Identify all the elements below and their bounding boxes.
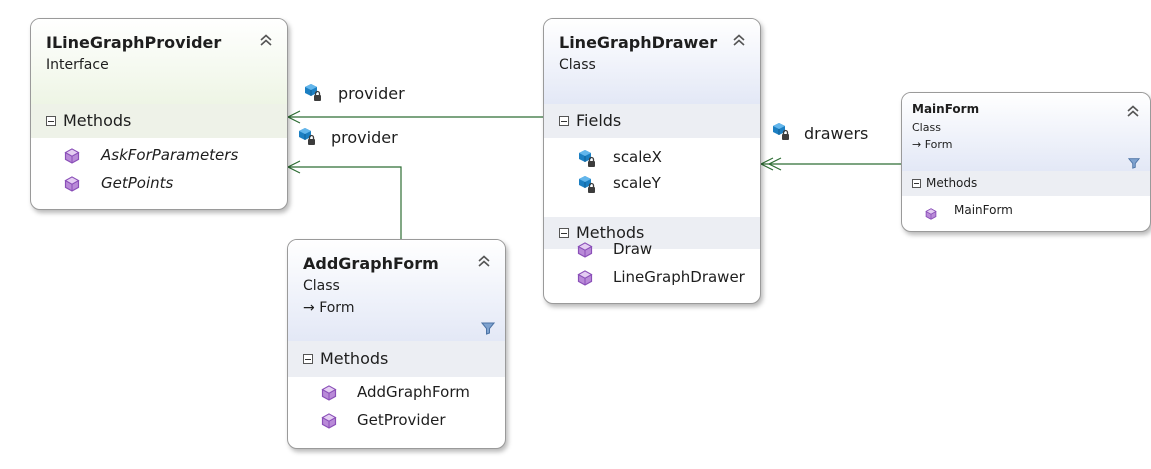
shape-stereotype: Interface (46, 57, 109, 73)
private-field-icon (303, 82, 323, 106)
compartment-label: Methods (576, 223, 645, 242)
member-scalex[interactable]: scaleX (544, 146, 760, 172)
member-name: scaleX (613, 148, 662, 166)
shape-header (544, 19, 760, 104)
base-class-name: Form (319, 300, 355, 316)
member-getprovider[interactable]: GetProvider (288, 409, 505, 433)
private-field-icon (577, 148, 597, 172)
private-field-icon (771, 121, 791, 145)
base-class-name: Form (924, 138, 953, 151)
compartment-toggle-icon[interactable] (559, 228, 569, 238)
member-askforparameters[interactable]: AskForParameters (31, 144, 287, 168)
inherits-arrow-icon: → (303, 300, 320, 316)
connector-label-provider[interactable]: provider (338, 84, 405, 103)
shape-stereotype: Class (559, 57, 596, 73)
compartment-fields[interactable]: Fields (544, 104, 760, 138)
filter-icon[interactable] (480, 320, 496, 339)
shape-header (288, 240, 505, 341)
member-name: AddGraphForm (357, 383, 470, 401)
filter-icon[interactable] (1127, 154, 1141, 173)
member-name: GetProvider (357, 411, 446, 429)
compartment-label: Methods (320, 349, 389, 368)
connector-label-provider[interactable]: provider (331, 128, 398, 147)
member-name: Draw (613, 240, 653, 258)
member-draw[interactable]: Draw (544, 238, 760, 262)
collapse-icon[interactable] (1126, 103, 1140, 122)
collapse-icon[interactable] (259, 32, 273, 51)
connector-addgraphform-to-ilinegraphprovider-line[interactable] (288, 166, 402, 239)
compartment-methods[interactable]: Methods (288, 341, 505, 377)
member-name: MainForm (954, 203, 1013, 217)
shape-title: MainForm (912, 102, 980, 116)
connector-addgraphform-to-ilinegraphprovider-arrowhead[interactable] (286, 160, 301, 174)
connector-linegraphdrawer-to-ilinegraphprovider-arrowhead[interactable] (286, 110, 301, 124)
member-addgraphform[interactable]: AddGraphForm (288, 381, 505, 405)
member-mainform[interactable]: MainForm (902, 199, 1150, 224)
inherits-arrow-icon: → (912, 138, 925, 151)
compartment-toggle-icon[interactable] (46, 116, 56, 126)
connector-label-drawers[interactable]: drawers (804, 124, 869, 143)
member-name: GetPoints (101, 174, 174, 192)
shape-header (31, 19, 287, 104)
compartment-toggle-icon[interactable] (559, 116, 569, 126)
member-name: AskForParameters (101, 146, 239, 164)
compartment-toggle-icon[interactable] (912, 179, 921, 188)
private-field-icon (297, 126, 317, 150)
member-getpoints[interactable]: GetPoints (31, 172, 287, 196)
shape-title: AddGraphForm (303, 254, 439, 273)
method-icon (64, 176, 80, 196)
shape-stereotype: Class (912, 121, 941, 134)
method-icon (321, 413, 337, 433)
shape-title: LineGraphDrawer (559, 33, 718, 52)
shape-stereotype: Class (303, 278, 340, 294)
method-icon (321, 385, 337, 405)
compartment-label: Fields (576, 111, 622, 130)
member-name: scaleY (613, 174, 661, 192)
method-icon (64, 148, 80, 168)
method-icon (577, 242, 593, 262)
method-icon (925, 205, 937, 224)
base-class-label: → Form (912, 138, 952, 151)
shape-header (902, 93, 1150, 171)
base-class-label: → Form (303, 300, 354, 316)
connector-mainform-to-linegraphdrawer-arrowhead-2[interactable] (767, 157, 782, 171)
member-scaley[interactable]: scaleY (544, 172, 760, 198)
method-icon (577, 270, 593, 290)
compartment-methods[interactable]: Methods (544, 217, 760, 249)
compartment-toggle-icon[interactable] (303, 354, 313, 364)
compartment-methods[interactable]: Methods (902, 171, 1150, 196)
connector-mainform-to-linegraphdrawer-arrowhead[interactable] (759, 157, 774, 171)
compartment-methods[interactable]: Methods (31, 104, 287, 138)
member-name: LineGraphDrawer (613, 268, 745, 286)
collapse-icon[interactable] (477, 253, 491, 272)
compartment-label: Methods (926, 176, 978, 190)
collapse-icon[interactable] (732, 32, 746, 51)
shape-title: ILineGraphProvider (46, 33, 222, 52)
private-field-icon (577, 174, 597, 198)
member-linegraphdrawer[interactable]: LineGraphDrawer (544, 266, 760, 290)
compartment-label: Methods (63, 111, 132, 130)
